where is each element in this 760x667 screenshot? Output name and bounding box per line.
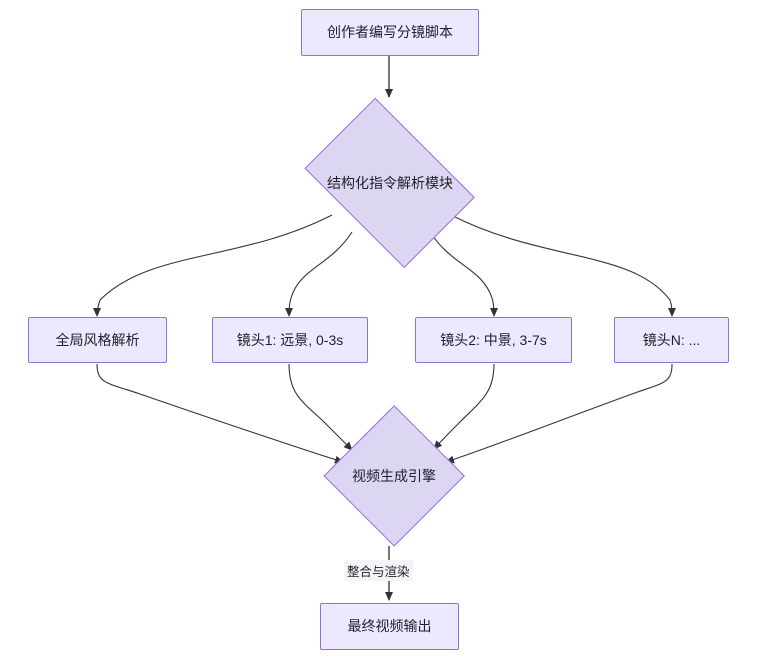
node-final-output[interactable]: 最终视频输出	[320, 603, 459, 650]
node-shot-n[interactable]: 镜头N: ...	[614, 317, 729, 363]
node-shot-2-label: 镜头2: 中景, 3-7s	[440, 331, 547, 348]
edge-shotn-to-engine	[445, 363, 673, 464]
node-script-label: 创作者编写分镜脚本	[327, 24, 453, 41]
node-shot-1-label: 镜头1: 远景, 0-3s	[236, 331, 344, 348]
node-shot-1[interactable]: 镜头1: 远景, 0-3s	[212, 317, 368, 363]
edge-style-to-engine	[96, 363, 344, 464]
node-final-output-label: 最终视频输出	[347, 618, 432, 635]
node-parser-label: 结构化指令解析模块	[327, 175, 453, 191]
edge-label-render: 整合与渲染	[344, 560, 413, 581]
node-video-engine-label: 视频生成引擎	[352, 468, 436, 484]
node-parser[interactable]: 结构化指令解析模块	[290, 97, 490, 269]
node-shot-n-label: 镜头N: ...	[642, 331, 701, 348]
node-shot-2[interactable]: 镜头2: 中景, 3-7s	[415, 317, 572, 363]
node-script[interactable]: 创作者编写分镜脚本	[301, 9, 479, 56]
node-global-style-label: 全局风格解析	[55, 331, 140, 348]
node-video-engine[interactable]: 视频生成引擎	[323, 405, 465, 547]
node-global-style[interactable]: 全局风格解析	[28, 317, 167, 363]
